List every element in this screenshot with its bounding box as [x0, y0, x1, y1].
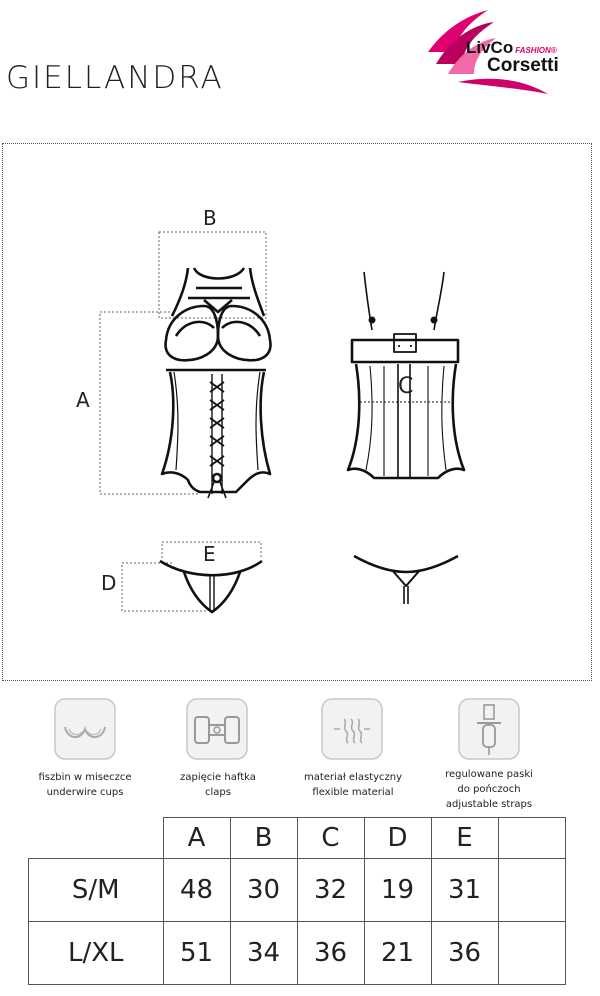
row-size-label: L/XL	[28, 921, 164, 985]
table-cell: 48	[162, 858, 231, 922]
table-corner-cell	[28, 817, 164, 859]
label-b: B	[203, 206, 217, 230]
column-header-empty	[497, 817, 566, 859]
table-cell: 21	[363, 921, 432, 985]
dimension-b-guide	[158, 231, 267, 319]
label-c: C	[398, 374, 414, 399]
table-row: S/M 48 30 32 19 31	[28, 858, 566, 922]
column-header-b: B	[229, 817, 298, 859]
table-cell: 51	[162, 921, 231, 985]
table-cell: 36	[296, 921, 365, 985]
dimension-a-guide	[99, 311, 198, 495]
brand-logo-icon	[428, 10, 548, 94]
column-header-a: A	[162, 817, 231, 859]
table-cell	[497, 921, 566, 985]
diagram-frame	[2, 143, 592, 681]
dimension-d-guide	[121, 562, 208, 612]
back-corset-drawing	[346, 271, 466, 480]
table-cell: 19	[363, 858, 432, 922]
brand-fashion-label: FASHION®	[515, 46, 557, 55]
feature-caption-flexible: materiał elastyczny flexible material	[303, 772, 403, 798]
front-thong-drawing	[159, 559, 263, 614]
claps-icon	[186, 698, 248, 760]
front-corset-drawing	[160, 267, 272, 499]
label-a: A	[76, 388, 90, 412]
label-d: D	[101, 571, 117, 595]
table-header-row: A B C D E	[28, 817, 566, 859]
label-e: E	[203, 542, 216, 566]
feature-caption-straps: regulowane paski do pończoch adjustable …	[445, 769, 533, 810]
adjustable-straps-icon	[458, 698, 520, 760]
dimension-e-guide	[161, 541, 262, 558]
feature-caption-underwire: fiszbin w miseczce underwire cups	[38, 772, 132, 798]
table-cell	[497, 858, 566, 922]
table-cell: 30	[229, 858, 298, 922]
column-header-e: E	[430, 817, 499, 859]
back-thong-drawing	[353, 554, 459, 604]
row-size-label: S/M	[28, 858, 164, 922]
column-header-c: C	[296, 817, 365, 859]
table-cell: 34	[229, 921, 298, 985]
table-row: L/XL 51 34 36 21 36	[28, 921, 566, 985]
table-cell: 32	[296, 858, 365, 922]
table-cell: 31	[430, 858, 499, 922]
underwire-cups-icon	[54, 698, 116, 760]
column-header-d: D	[363, 817, 432, 859]
product-title: GIELLANDRA	[6, 60, 224, 96]
table-cell: 36	[430, 921, 499, 985]
garment-diagram	[99, 231, 466, 614]
size-table: A B C D E S/M 48 30 32 19 31 L/XL 51 34 …	[28, 817, 566, 985]
flexible-material-icon	[321, 698, 383, 760]
brand-name-line2: Corsetti	[487, 55, 559, 76]
feature-caption-claps: zapięcie haftka claps	[180, 772, 256, 798]
